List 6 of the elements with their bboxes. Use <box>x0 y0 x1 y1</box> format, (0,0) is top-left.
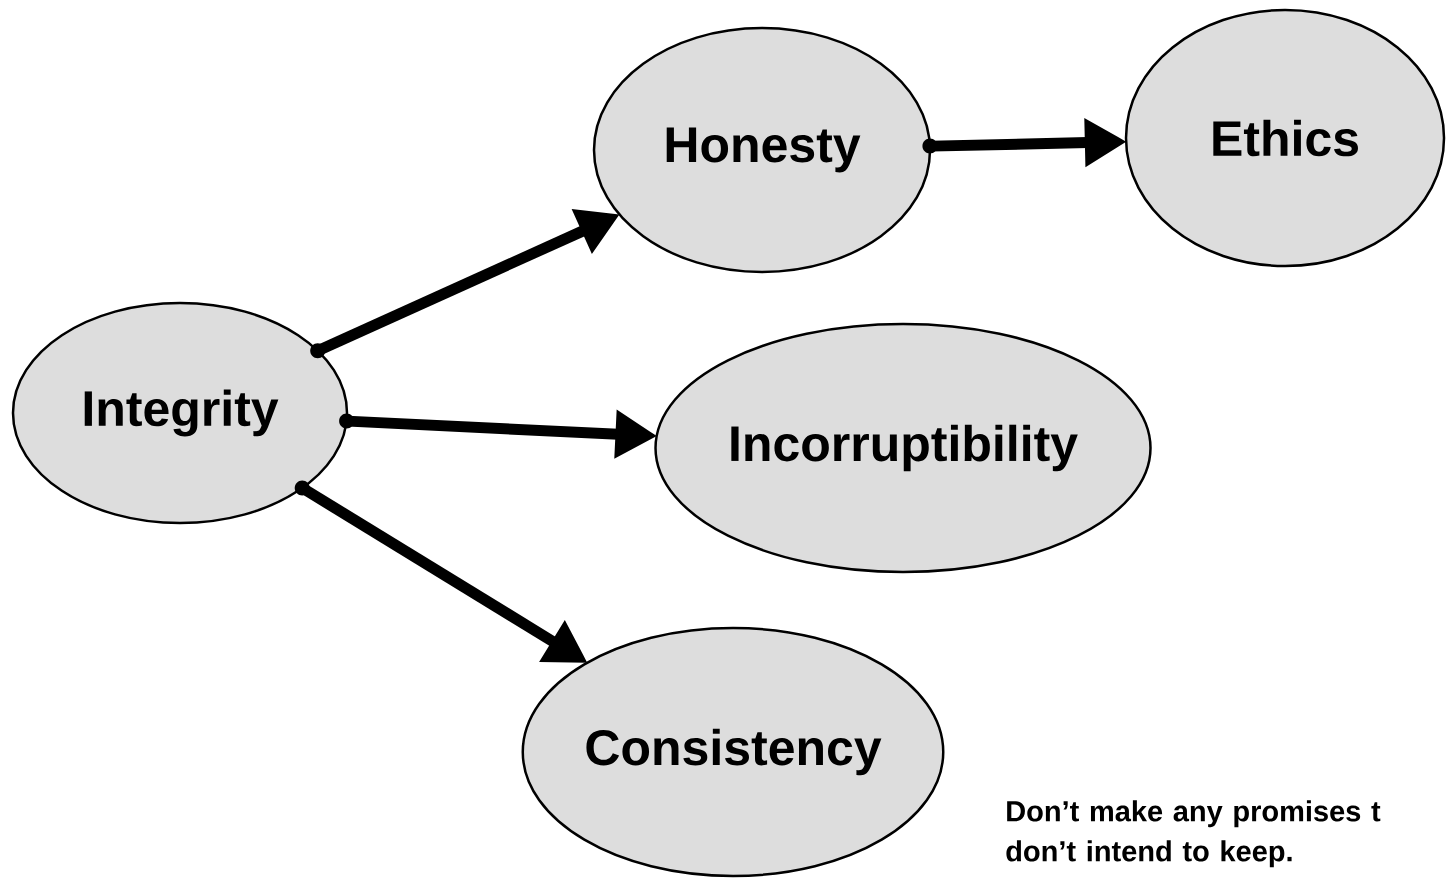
ellipse-node: Honesty <box>592 26 932 274</box>
ellipse-node: Incorruptibility <box>654 322 1152 574</box>
ellipse-node: Integrity <box>11 301 349 525</box>
ellipse-node: Consistency <box>521 626 945 878</box>
ellipse-node: Ethics <box>1124 8 1446 268</box>
note-text: Don’t make any promises t don’t intend to keep. <box>1006 800 1381 868</box>
